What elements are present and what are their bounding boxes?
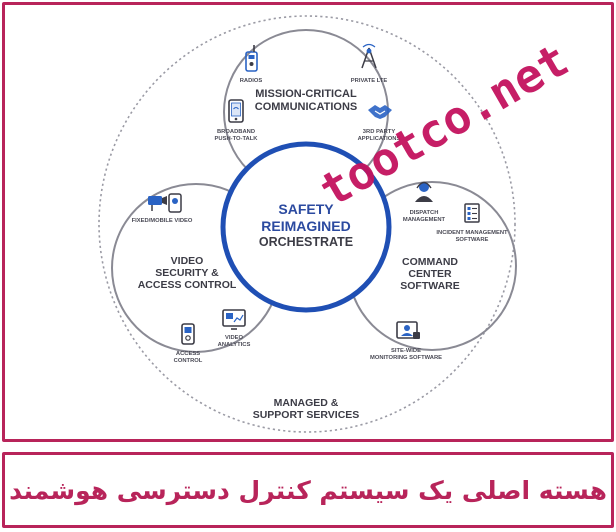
mission-title-2: COMMUNICATIONS	[255, 101, 357, 113]
dispatch-management-icon	[415, 181, 433, 202]
ecosystem-diagram: SAFETY REIMAGINED ORCHESTRATE MISSION-CR…	[98, 15, 578, 433]
private-lte-icon	[361, 43, 377, 69]
core-title-3: ORCHESTRATE	[259, 235, 353, 249]
video-analytics-icon	[222, 309, 246, 330]
incident-label-2: SOFTWARE	[456, 237, 489, 243]
handshake-icon	[368, 105, 392, 119]
mission-title-1: MISSION-CRITICAL	[255, 88, 357, 100]
third-party-label-1: 3RD PARTY	[363, 129, 396, 135]
command-title-3: SOFTWARE	[400, 280, 460, 292]
broadband-phone-icon	[228, 99, 244, 123]
command-title-1: COMMAND	[402, 256, 458, 268]
radios-label: RADIOS	[240, 78, 263, 84]
command-title-2: CENTER	[408, 268, 452, 280]
managed-title-2: SUPPORT SERVICES	[253, 409, 360, 421]
video-title-2: SECURITY &	[155, 267, 219, 279]
caption-text: هسته اصلی یک سیستم کنترل دسترسی هوشمند	[9, 475, 607, 505]
watermark: tootco.net	[311, 32, 578, 217]
incident-management-icon	[464, 203, 480, 223]
access-control-icon	[181, 323, 195, 345]
video-analytics-label-1: VIDEO	[225, 335, 244, 341]
video-title-1: VIDEO	[171, 255, 204, 267]
private-lte-label: PRIVATE LTE	[351, 78, 388, 84]
fixed-mobile-video-label: FIXED/MOBILE VIDEO	[132, 218, 193, 224]
video-analytics-label-2: ANALYTICS	[218, 342, 251, 348]
video-title-3: ACCESS CONTROL	[138, 279, 237, 291]
fixed-mobile-video-icon	[148, 193, 182, 213]
dispatch-label-1: DISPATCH	[410, 210, 439, 216]
incident-label-1: INCIDENT MANAGEMENT	[436, 230, 508, 236]
site-wide-label-2: MONITORING SOFTWARE	[370, 355, 442, 361]
managed-services-ring	[98, 15, 516, 433]
core-ring	[220, 141, 392, 313]
dispatch-label-2: MANAGEMENT	[403, 217, 446, 223]
radio-icon	[245, 45, 258, 72]
caption-frame: هسته اصلی یک سیستم کنترل دسترسی هوشمند	[2, 452, 614, 528]
access-control-label-2: CONTROL	[174, 358, 203, 364]
core-title-1: SAFETY	[278, 201, 334, 217]
site-wide-monitoring-icon	[396, 321, 420, 339]
core-title-2: REIMAGINED	[261, 218, 350, 234]
broadband-label-1: BROADBAND	[217, 129, 255, 135]
broadband-label-2: PUSH-TO-TALK	[215, 136, 259, 142]
access-control-label-1: ACCESS	[176, 351, 200, 357]
site-wide-label-1: SITE-WIDE	[391, 348, 421, 354]
managed-title-1: MANAGED &	[274, 397, 339, 409]
third-party-label-2: APPLICATIONS	[358, 136, 401, 142]
